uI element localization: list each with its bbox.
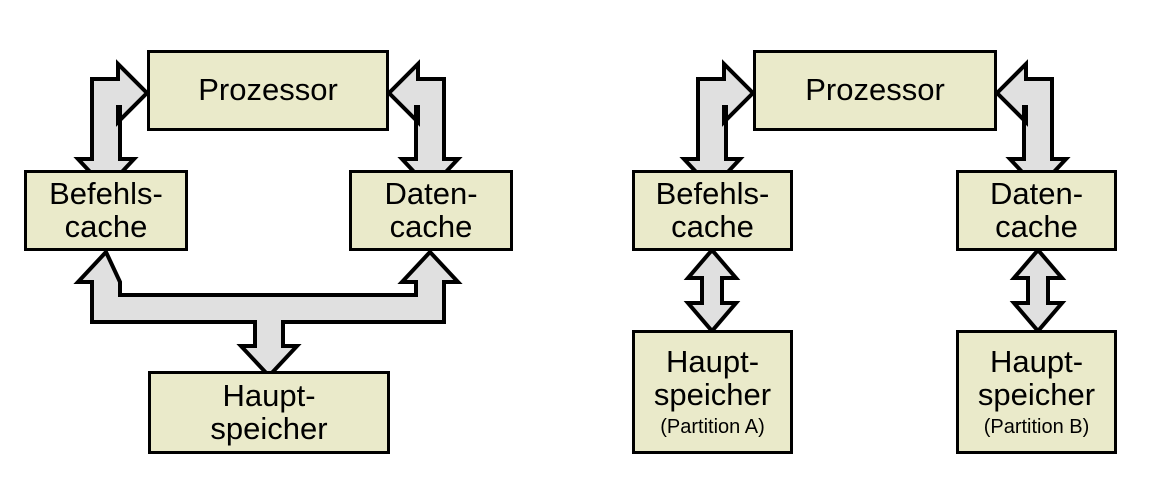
node-label-sub: (Partition B) [983,415,1090,438]
node-label-main: Daten- [989,175,1084,211]
node-label-second: speicher [977,376,1096,412]
node-label-main: Befehls- [655,175,770,211]
node-label-second: cache [995,208,1078,244]
node-daten-cache-right[interactable]: Daten- cache [956,170,1117,251]
node-befehls-cache-right[interactable]: Befehls- cache [632,170,793,251]
node-label-second: cache [671,208,754,244]
node-label-second: speicher [653,376,772,412]
node-label-second: speicher [210,410,328,446]
node-prozessor-left[interactable]: Prozessor [147,50,389,131]
arrow-instruction-cache-to-partition-a [683,246,741,335]
node-label-second: cache [64,208,148,244]
node-label-main: Prozessor [198,72,338,108]
arrow-data-cache-to-partition-b [1009,246,1067,335]
node-label-main: Prozessor [805,72,945,108]
node-label-main: Daten- [384,175,478,211]
node-befehls-cache-left[interactable]: Befehls- cache [24,170,188,251]
node-hauptspeicher-partition-b[interactable]: Haupt- speicher (Partition B) [956,330,1117,454]
node-label-main: Haupt- [989,344,1084,380]
node-label-sub: (Partition A) [660,415,765,438]
node-label-main: Haupt- [665,344,760,380]
node-hauptspeicher-partition-a[interactable]: Haupt- speicher (Partition A) [632,330,793,454]
node-label-main: Befehls- [49,175,163,211]
node-prozessor-right[interactable]: Prozessor [753,50,997,131]
node-label-main: Haupt- [222,377,316,413]
node-daten-cache-left[interactable]: Daten- cache [349,170,513,251]
node-label-second: cache [389,208,473,244]
node-hauptspeicher-left[interactable]: Haupt- speicher [148,371,390,454]
arrow-caches-to-main-memory [73,248,463,379]
